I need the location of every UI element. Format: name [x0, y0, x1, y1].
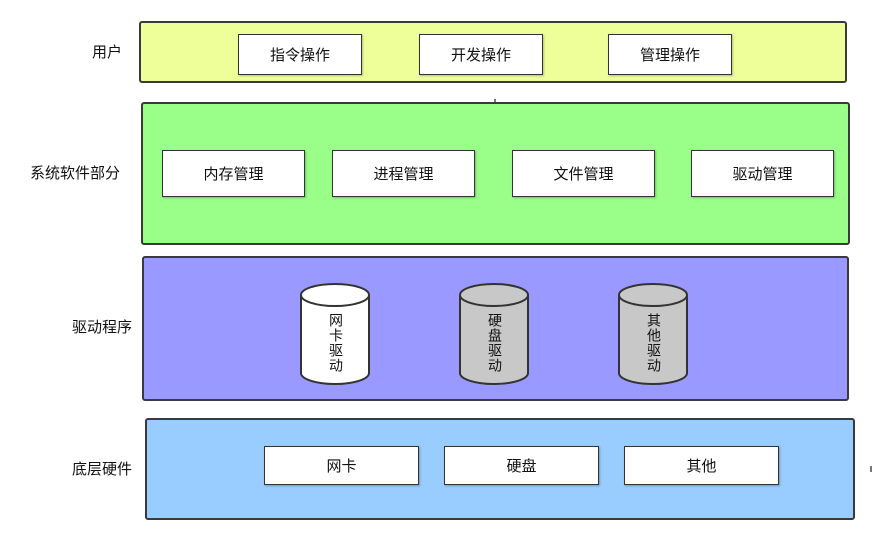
- layer-label-system: 系统软件部分: [30, 164, 121, 182]
- command-operation-box: 指令操作: [238, 34, 362, 75]
- hard-disk-box: 硬盘: [444, 446, 599, 485]
- cylinder-gray-shape: [459, 283, 529, 385]
- disk-driver-label: 硬盘驱动: [486, 313, 502, 373]
- connector-dot: [494, 99, 496, 102]
- other-driver-cylinder: 其他驱动: [617, 282, 689, 386]
- management-operation-box: 管理操作: [608, 34, 732, 75]
- process-management-box: 进程管理: [332, 150, 475, 197]
- layer-label-hardware: 底层硬件: [72, 460, 133, 478]
- cylinder-gray-shape: [618, 283, 688, 385]
- other-hardware-box: 其他: [624, 446, 779, 485]
- disk-driver-cylinder: 硬盘驱动: [458, 282, 530, 386]
- nic-driver-label: 网卡驱动: [327, 313, 343, 373]
- network-card-box: 网卡: [264, 446, 419, 485]
- other-driver-label: 其他驱动: [645, 313, 661, 373]
- nic-driver-cylinder: 网卡驱动: [299, 282, 371, 386]
- cylinder-white-shape: [300, 283, 370, 385]
- edge-tick: [870, 466, 872, 472]
- driver-management-box: 驱动管理: [691, 150, 834, 197]
- file-management-box: 文件管理: [512, 150, 655, 197]
- development-operation-box: 开发操作: [419, 34, 543, 75]
- layer-label-drivers: 驱动程序: [72, 318, 133, 336]
- layer-label-user: 用户: [92, 43, 123, 61]
- memory-management-box: 内存管理: [162, 150, 305, 197]
